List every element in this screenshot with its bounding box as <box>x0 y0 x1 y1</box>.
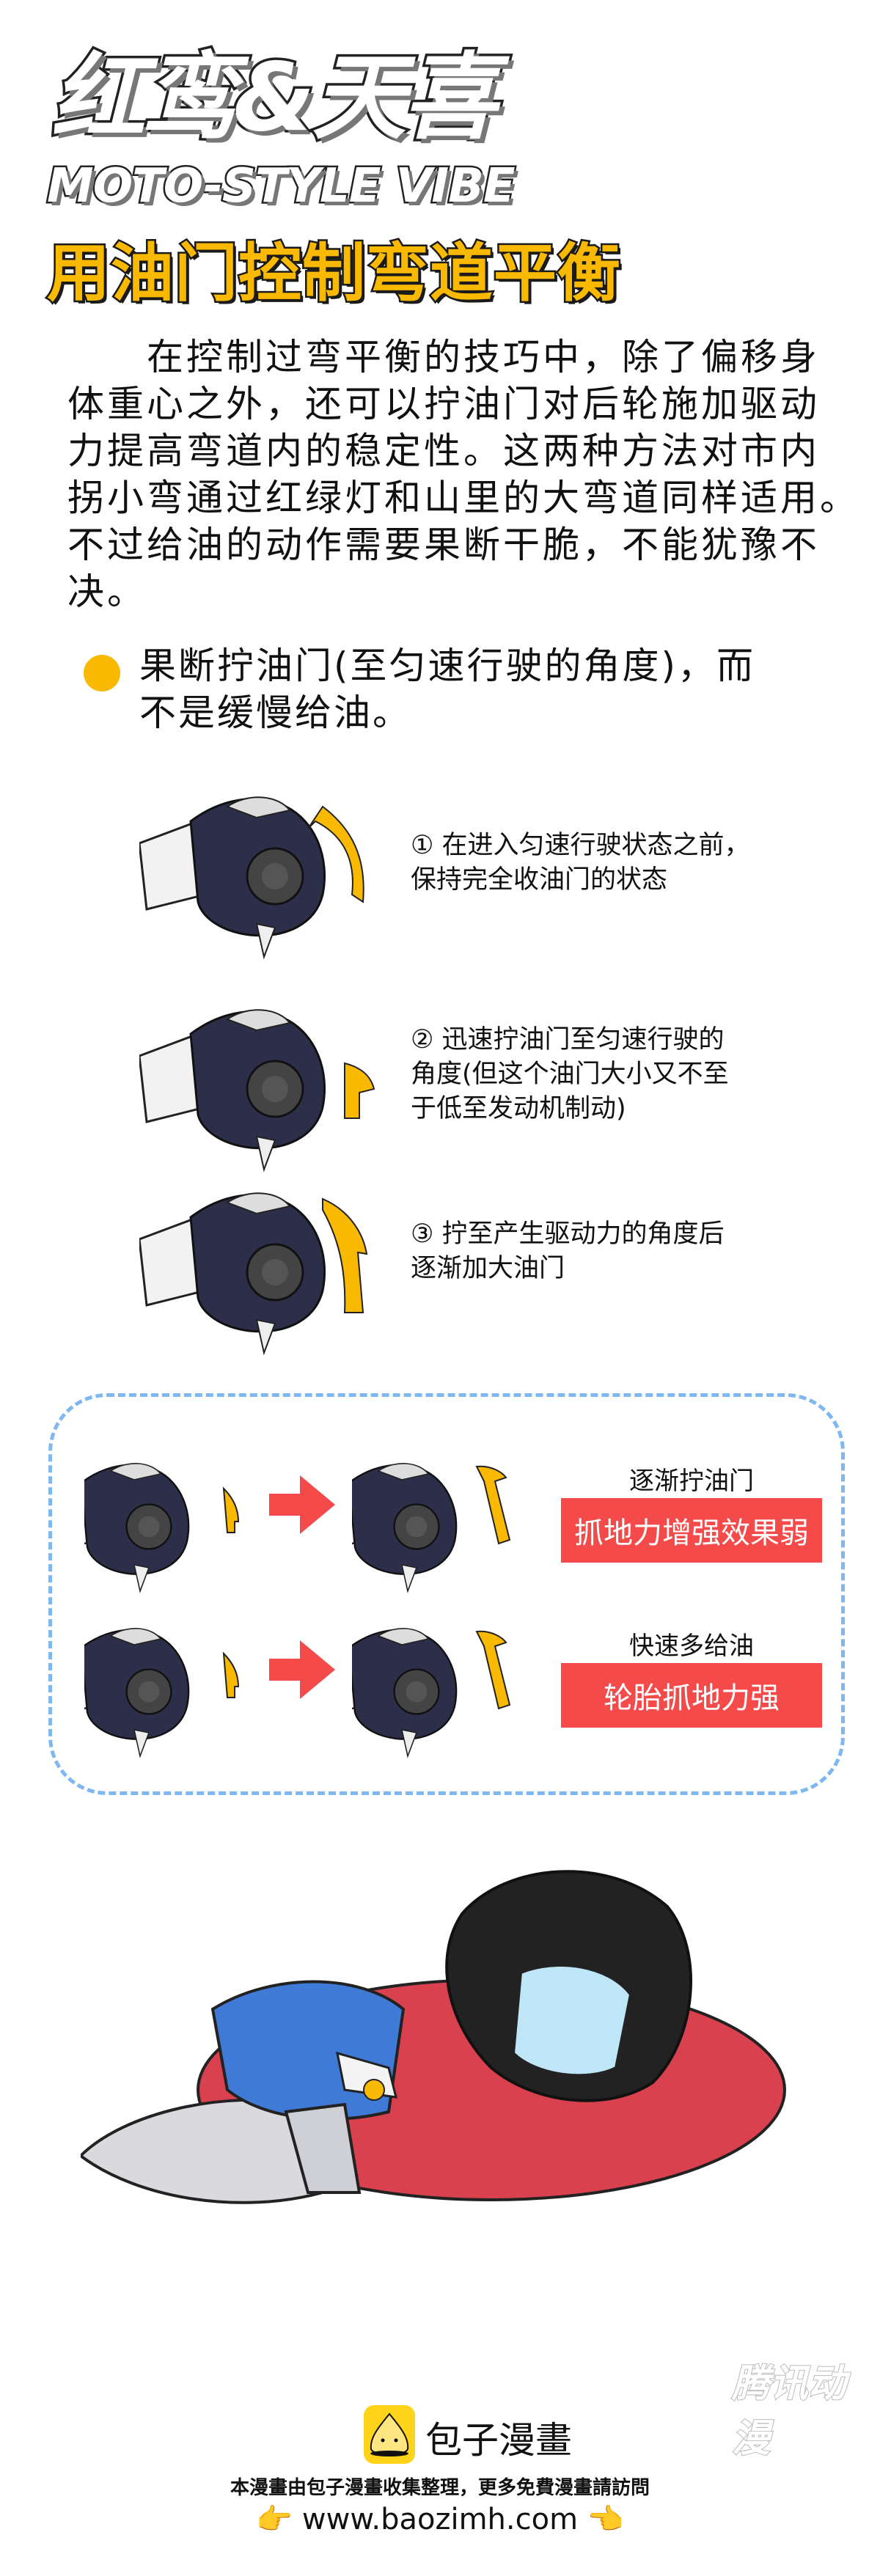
glove-slow-start-illustration <box>84 1462 240 1593</box>
footer-url-link[interactable]: www.baozimh.com <box>301 2503 579 2536</box>
comparison-label: 快速多给油 <box>629 1632 754 1661</box>
logo-title-cn: 红鸾&天喜 <box>49 43 500 153</box>
glove-throttle-mid-illustration <box>139 1008 375 1171</box>
glove-slow-end-illustration <box>352 1462 511 1593</box>
baozi-logo-icon <box>364 2405 415 2464</box>
watermark: 腾讯动漫 <box>731 2361 847 2462</box>
step-line: ① 在进入匀速行驶状态之前， <box>411 831 750 860</box>
bullet-dot-icon <box>84 655 120 691</box>
step-line: ③ 拧至产生驱动力的角度后 <box>411 1219 725 1249</box>
step-line: ② 迅速拧油门至匀速行驶的 <box>411 1025 725 1054</box>
paragraph-line: 不过给油的动作需要果断干脆，不能犹豫不 <box>67 524 820 566</box>
red-arrow-right-icon <box>269 1640 335 1699</box>
bullet-line: 不是缓慢给油。 <box>139 691 411 734</box>
glove-fast-end-illustration <box>352 1627 511 1758</box>
step-line: 逐渐加大油门 <box>411 1254 565 1283</box>
logo-title-en: MOTO-STYLE VIBE <box>45 159 518 213</box>
footer-url-row: 👉 www.baozimh.com 👈 <box>0 2502 880 2536</box>
comparison-label: 逐渐拧油门 <box>629 1467 754 1496</box>
step-1-text: ① 在进入匀速行驶状态之前， 保持完全收油门的状态 <box>411 829 750 898</box>
bullet-text: 果断拧油门(至匀速行驶的角度)，而 不是缓慢给油。 <box>139 642 843 736</box>
sleeping-character-illustration <box>81 1870 786 2204</box>
glove-throttle-closed-illustration <box>139 796 364 958</box>
pointer-left-icon: 👈 <box>587 2503 624 2536</box>
bullet-line: 果断拧油门(至匀速行驶的角度)，而 <box>139 645 756 687</box>
arrow-down-icon <box>307 805 364 903</box>
paragraph-line: 力提高弯道内的稳定性。这两种方法对市内 <box>67 430 820 472</box>
comparison-result-badge: 抓地力增强效果弱 <box>561 1498 822 1563</box>
paragraph-line: 决。 <box>67 570 147 613</box>
paragraph-line: 在控制过弯平衡的技巧中，除了偏移身 <box>67 336 820 378</box>
step-line: 保持完全收油门的状态 <box>411 865 668 895</box>
step-line: 于低至发动机制动) <box>411 1094 626 1123</box>
step-line: 角度(但这个油门大小又不至 <box>411 1060 729 1089</box>
section-heading: 用油门控制弯道平衡 <box>45 237 623 310</box>
paragraph-line: 体重心之外，还可以拧油门对后轮施加驱动 <box>67 383 820 425</box>
footer-note: 本漫畫由包子漫畫收集整理，更多免費漫畫請訪問 <box>230 2477 650 2499</box>
glove-throttle-open-illustration <box>139 1192 368 1354</box>
paragraph-line: 拐小弯通过红绿灯和山里的大弯道同样适用。 <box>67 477 859 519</box>
red-arrow-right-icon <box>269 1475 335 1534</box>
footer-brand: 包子漫畫 <box>425 2419 572 2462</box>
comparison-panel <box>48 1393 845 1795</box>
glove-fast-start-illustration <box>84 1627 240 1758</box>
arrow-up-icon <box>322 1197 368 1313</box>
intro-paragraph: 在控制过弯平衡的技巧中，除了偏移身 体重心之外，还可以拧油门对后轮施加驱动 力提… <box>67 334 859 615</box>
arrow-up-icon <box>344 1062 375 1119</box>
pointer-right-icon: 👉 <box>256 2503 293 2536</box>
step-3-text: ③ 拧至产生驱动力的角度后 逐渐加大油门 <box>411 1217 725 1286</box>
comparison-result-badge: 轮胎抓地力强 <box>561 1663 822 1728</box>
step-2-text: ② 迅速拧油门至匀速行驶的 角度(但这个油门大小又不至 于低至发动机制动) <box>411 1023 729 1126</box>
